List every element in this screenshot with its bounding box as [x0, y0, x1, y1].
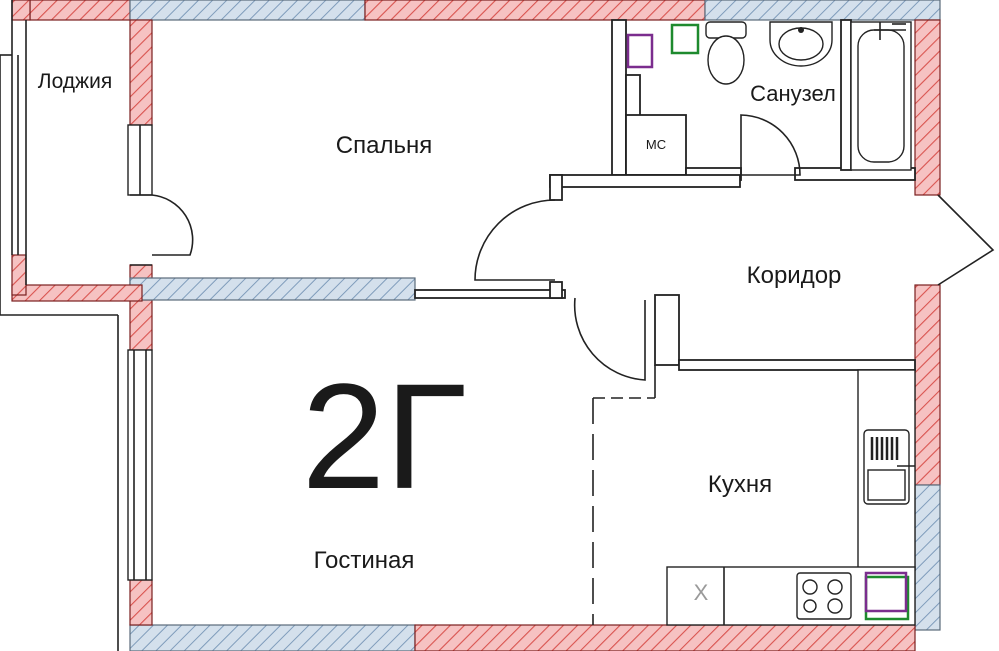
living-window: [127, 349, 153, 581]
sink-icon: [769, 21, 833, 67]
room-label-corridor: Коридор: [747, 262, 842, 289]
top-window-bedroom: [129, 0, 366, 21]
living-door-swing: [573, 297, 646, 381]
toilet-icon: [705, 21, 747, 85]
appliance-mark: X: [694, 580, 709, 605]
right-window-kitchen: [914, 484, 941, 631]
exterior-walls: [11, 0, 941, 651]
interior-walls: [414, 19, 916, 625]
shaft-label: МС: [646, 137, 666, 152]
bedroom-living-divider: [129, 277, 416, 301]
top-wall-left: [29, 0, 131, 21]
kitchen-sink-icon: [863, 429, 915, 505]
right-wall-upper: [914, 19, 941, 196]
room-label-kitchen: Кухня: [708, 471, 772, 498]
left-wall-bedroom-top: [129, 19, 153, 126]
room-label-living: Гостиная: [314, 547, 415, 574]
loggia-top-corner: [11, 0, 31, 21]
loggia-bottom-wall: [11, 284, 143, 302]
vent-duct-purple: [626, 33, 654, 69]
bedroom-window: [127, 124, 153, 196]
kitchen-vent-purple: [864, 571, 908, 613]
right-wall-lower: [914, 284, 941, 486]
room-label-bedroom: Спальня: [336, 132, 432, 159]
bathroom-door-swing: [740, 114, 801, 176]
left-wall-living-bottom: [129, 579, 153, 626]
bottom-window-living: [129, 624, 416, 651]
stove-icon: [796, 572, 852, 620]
room-label-loggia: Лоджия: [38, 70, 112, 93]
entrance-door: [937, 194, 995, 286]
loggia-glazing: [0, 0, 119, 651]
loggia-door-swing: [151, 194, 194, 256]
room-label-bathroom: Санузел: [750, 81, 836, 106]
top-window-bath: [704, 0, 941, 21]
vent-duct-green: [670, 23, 700, 55]
left-wall-living-top: [129, 299, 153, 351]
apartment-type-label: 2Г: [302, 352, 467, 520]
bottom-wall-right: [414, 624, 916, 651]
bedroom-door-swing: [474, 199, 556, 281]
loggia-left-wall-low: [11, 254, 27, 296]
top-wall-mid: [364, 0, 706, 21]
bathtub-icon: [850, 21, 912, 171]
